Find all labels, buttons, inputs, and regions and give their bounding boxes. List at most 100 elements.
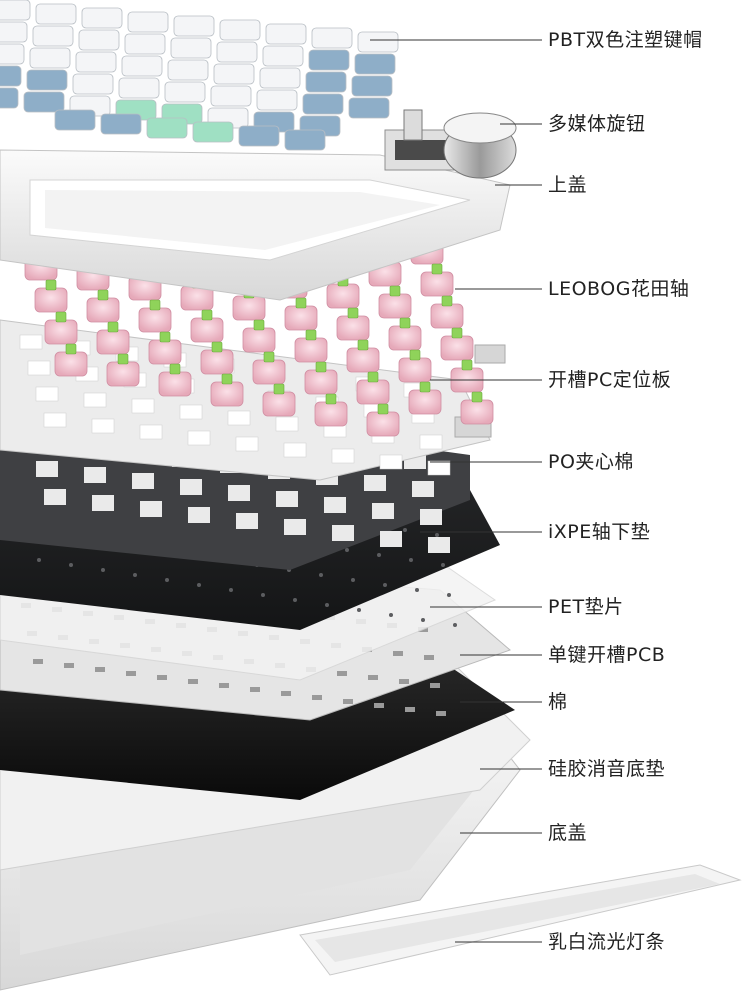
ixpe-dot [403,528,407,532]
switch-stem [377,403,389,415]
keycap [0,43,25,65]
keycap [78,29,120,51]
keycap [219,19,261,41]
keycap [354,53,396,75]
keycap [81,7,123,29]
ixpe-dot [447,593,451,597]
keycap [146,117,188,139]
switch-stem [273,383,285,395]
switch-housing [336,315,370,341]
ixpe-dot [37,558,41,562]
plate-cutout [131,398,155,414]
pcb-pad [374,703,384,708]
pcb-pad [430,683,440,688]
keycap [259,67,301,89]
plate-cutout [35,386,59,402]
keycap [216,41,258,63]
switch-stem [461,359,473,371]
pcb-pad [188,679,198,684]
switch-stem [263,351,275,363]
ixpe-dot [197,583,201,587]
label-po-foam: PO夹心棉 [548,451,634,473]
keycap [192,121,234,143]
label-knob: 多媒体旋钮 [548,113,646,135]
switch-stem [107,321,119,333]
foam-cutout [140,501,162,517]
foam-cutout [332,525,354,541]
label-silicone-pad: 硅胶消音底垫 [548,758,666,780]
ixpe-dot [261,593,265,597]
pcb-pad [393,651,403,656]
keycap [118,77,160,99]
switch-housing [430,303,464,329]
keycap [29,47,71,69]
plate-cutout [43,412,67,428]
switch-housing [294,337,328,363]
keycap [164,81,206,103]
pcb-pad [64,663,74,668]
pcb-pad [126,671,136,676]
label-switches: LEOBOG花田轴 [548,278,690,300]
pcb-pad [343,699,353,704]
keycap [262,45,304,67]
keycap [238,125,280,147]
foam-cutout [92,495,114,511]
foam-cutout [372,503,394,519]
light-strip-layer [299,864,742,976]
keycap [121,55,163,77]
foam-cutout [380,531,402,547]
foam-cutout [324,497,346,513]
pcb-pad [312,695,322,700]
keycap [75,51,117,73]
switch-housing [148,339,182,365]
switch-stem [65,343,77,355]
keycap [32,25,74,47]
switch-housing [106,361,140,387]
knob-layer [384,109,517,179]
plate-cutout [331,448,355,464]
ixpe-dot [357,608,361,612]
switch-housing [440,335,474,361]
switch-stem [431,263,443,275]
switch-housing [326,283,360,309]
ixpe-dot [229,588,233,592]
plate-cutout [139,424,163,440]
keycap [0,0,31,21]
switch-stem [409,349,421,361]
label-pet-sheet: PET垫片 [548,596,624,618]
ixpe-dot [101,568,105,572]
top-case-layer [0,149,511,301]
switch-housing [232,295,266,321]
ixpe-dot [415,588,419,592]
foam-cutout [228,485,250,501]
keycap [100,113,142,135]
switch-housing [242,327,276,353]
foam-cutout [284,519,306,535]
keycap [167,59,209,81]
switch-stem [399,317,411,329]
keycap [265,23,307,45]
foam-cutout [36,461,58,477]
ixpe-dot [133,573,137,577]
pcb-pad [399,679,409,684]
switch-housing [420,271,454,297]
switch-stem [253,319,265,331]
label-foam: 棉 [548,691,568,713]
keycap [127,11,169,33]
switch-stem [211,341,223,353]
foam-cutout [44,489,66,505]
plate-cutout [275,416,299,432]
pcb-pad [95,667,105,672]
switch-stem [441,295,453,307]
switch-stem [471,391,483,403]
switch-stem [347,307,359,319]
label-keycaps: PBT双色注塑键帽 [548,29,703,51]
switch-housing [96,329,130,355]
switch-stem [169,363,181,375]
foam-cutout [188,507,210,523]
foam-cutout [180,479,202,495]
pcb-pad [337,671,347,676]
keycap [170,37,212,59]
ixpe-dot [453,623,457,627]
